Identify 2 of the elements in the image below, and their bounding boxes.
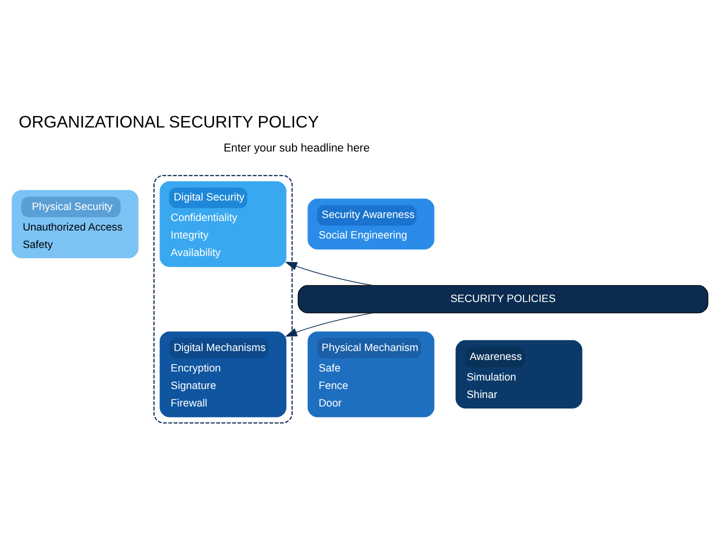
label: Enter your sub headline here	[224, 142, 370, 155]
diagram-title: ORGANIZATIONAL SECURITY POLICY	[18, 112, 319, 132]
